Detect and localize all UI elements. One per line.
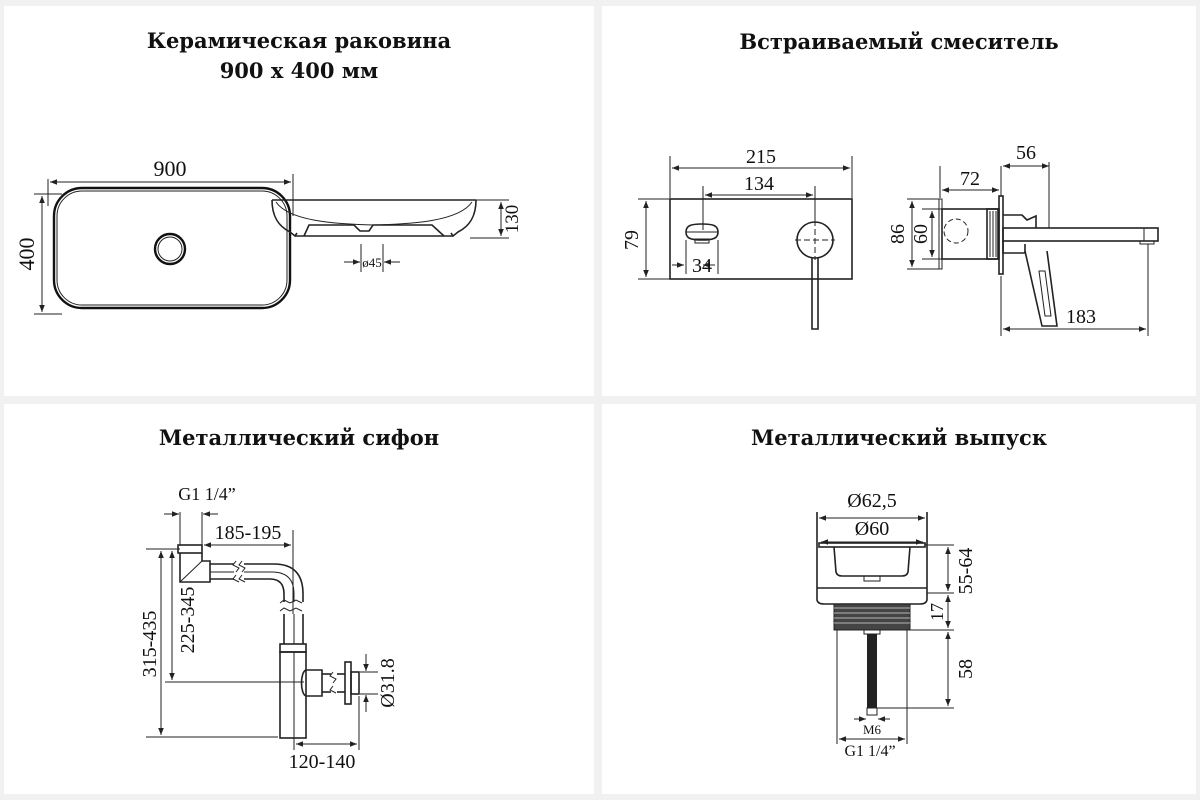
dim-reach: 185-195 xyxy=(215,522,282,544)
mixer-side-view: 72 56 86 60 183 xyxy=(887,142,1159,336)
panel-metal-drain: Металлический выпуск xyxy=(602,404,1196,794)
dim-outlet-diameter: Ø31.8 xyxy=(377,658,399,707)
mixer-drawing: 215 134 79 34 xyxy=(621,142,1159,336)
siphon-body xyxy=(177,544,360,739)
title-line-1: Керамическая раковина xyxy=(146,28,452,53)
dim-spout: 183 xyxy=(1066,306,1096,328)
dim-plate-height: 79 xyxy=(621,230,643,250)
dim-centers: 134 xyxy=(744,173,774,195)
title-line-1: Металлический сифон xyxy=(158,425,440,450)
panel-title: Керамическая раковина 900 х 400 мм xyxy=(4,26,594,86)
dim-knob: 34 xyxy=(692,255,712,277)
dim-inner-diameter: Ø60 xyxy=(855,518,889,540)
dim-body-depth: 72 xyxy=(960,168,980,190)
dim-drain: ø45 xyxy=(362,255,382,270)
wall-flange xyxy=(344,661,352,705)
siphon-drawing: G1 1/4” 185-195 315-435 225-345 Ø31.8 12… xyxy=(139,484,399,773)
dim-body-outer: 86 xyxy=(887,224,909,244)
drain-drawing: Ø62,5 Ø60 55-64 17 58 M6 G1 1/4” xyxy=(816,490,977,760)
dim-thread: G1 1/4” xyxy=(844,743,895,760)
dim-stem-length: 58 xyxy=(955,659,977,679)
dim-height: 400 xyxy=(14,238,39,271)
panel-ceramic-sink: Керамическая раковина 900 х 400 мм 900 4… xyxy=(4,6,594,396)
mixer-front-view: 215 134 79 34 xyxy=(621,146,853,330)
sink-top-view: 900 400 xyxy=(14,156,294,315)
panel-title: Металлический сифон xyxy=(4,423,594,453)
spout xyxy=(1002,227,1159,242)
dim-width: 900 xyxy=(154,156,187,181)
drain-hole-icon xyxy=(153,232,187,266)
panel-built-in-mixer: Встраиваемый смеситель 215 xyxy=(602,6,1196,396)
dim-depth: 130 xyxy=(502,205,523,234)
dim-thread: G1 1/4” xyxy=(178,484,236,504)
wall-plate xyxy=(669,198,853,280)
dim-outlet-length: 120-140 xyxy=(289,751,356,773)
sink-side-view: 130 ø45 xyxy=(271,199,523,272)
dim-plate-width: 215 xyxy=(746,146,776,168)
title-line-1: Металлический выпуск xyxy=(751,425,1047,450)
dim-body-inner: 60 xyxy=(910,224,932,244)
side-lever xyxy=(1024,250,1058,327)
dim-height-range: 55-64 xyxy=(955,548,977,595)
dim-outlet-height: 225-345 xyxy=(177,587,199,654)
title-line-2: 900 х 400 мм xyxy=(219,58,379,83)
dim-flange-height: 17 xyxy=(927,603,947,621)
dim-flange: 56 xyxy=(1016,142,1036,164)
lever-handle xyxy=(811,258,819,330)
dim-stem-thread: M6 xyxy=(863,722,882,737)
dim-total-height: 315-435 xyxy=(139,611,161,678)
panel-metal-siphon: Металлический сифон xyxy=(4,404,594,794)
panel-title: Металлический выпуск xyxy=(602,423,1196,453)
title-line-1: Встраиваемый смеситель xyxy=(739,29,1059,54)
sink-drawing: 900 400 130 ø45 xyxy=(14,156,523,315)
dim-outer-diameter: Ø62,5 xyxy=(847,490,896,512)
panel-title: Встраиваемый смеситель xyxy=(602,27,1196,57)
